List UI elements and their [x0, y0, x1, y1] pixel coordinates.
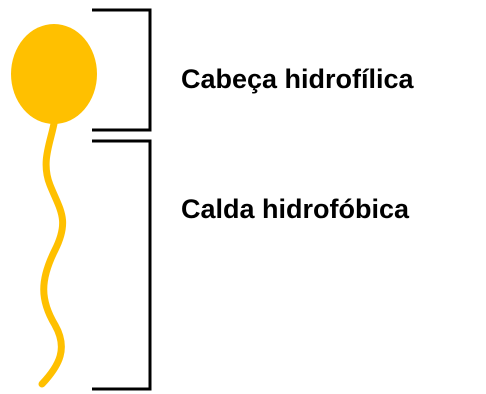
tail-bracket: [92, 141, 150, 389]
hydrophobic-tail-label: Calda hidrofóbica: [181, 196, 409, 223]
hydrophobic-tail: [42, 118, 63, 384]
hydrophilic-head: [11, 24, 97, 124]
head-bracket: [92, 10, 150, 130]
hydrophilic-head-label: Cabeça hidrofílica: [181, 66, 414, 93]
